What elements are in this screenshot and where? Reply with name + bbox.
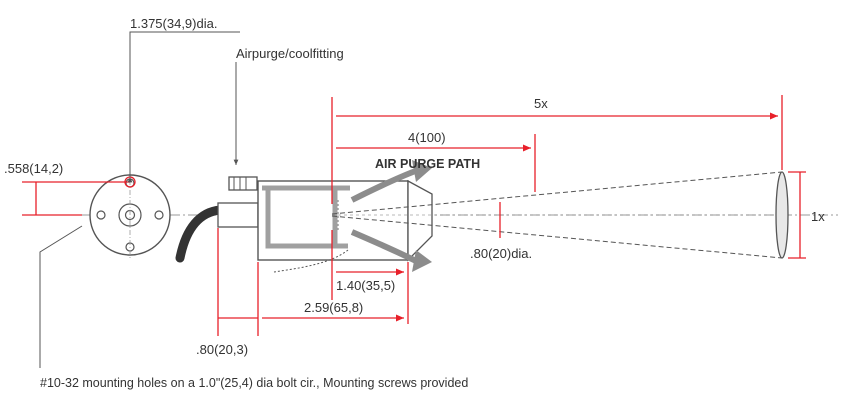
length-259-label: 2.59(65,8): [304, 300, 363, 315]
target-spot: [775, 171, 789, 259]
mounting-hole-left: [96, 210, 106, 220]
aperture-diameter-label: .80(20)dia.: [470, 246, 532, 261]
spot-ratio-label: 1x: [811, 209, 825, 224]
mounting-footnote: #10-32 mounting holes on a 1.0"(25,4) di…: [40, 376, 468, 390]
length-140-label: 1.40(35,5): [336, 278, 395, 293]
cable-gland: [217, 202, 259, 228]
front-view: [89, 170, 171, 260]
distance-100-label: 4(100): [408, 130, 446, 145]
sensor-nose: [407, 179, 433, 262]
purge-arrow-up: [350, 167, 420, 203]
hole-offset-label: .558(14,2): [4, 161, 63, 176]
sensor-cable: [175, 205, 225, 263]
length-080-label: .80(20,3): [196, 342, 248, 357]
housing-diameter-label: 1.375(34,9)dia.: [130, 16, 217, 31]
purge-channel: [262, 185, 350, 249]
mounting-hole-right: [154, 210, 164, 220]
airpurge-fitting-label: Airpurge/coolfitting: [236, 46, 344, 61]
air-purge-path-label: AIR PURGE PATH: [375, 157, 480, 171]
purge-arrow-down: [350, 229, 420, 265]
distance-ratio-label: 5x: [534, 96, 548, 111]
field-of-view-cone: [331, 171, 789, 259]
purge-fitting: [228, 176, 258, 191]
